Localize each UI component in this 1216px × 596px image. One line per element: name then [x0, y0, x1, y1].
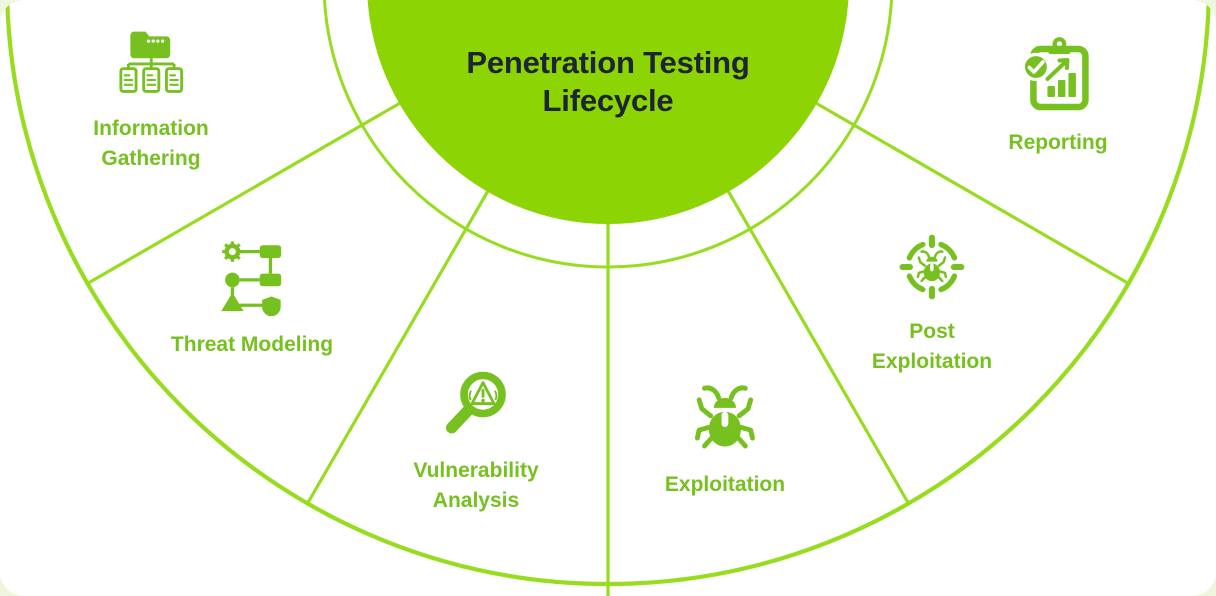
title-line-1: Penetration Testing [466, 45, 750, 80]
stage-information-gathering: Information Gathering [93, 24, 209, 174]
divider-left-30 [305, 190, 490, 506]
divider-left-60 [85, 101, 401, 286]
stage-label-line: Post [909, 320, 955, 343]
stage-reporting: Reporting [1008, 34, 1108, 158]
divider-right-60 [815, 101, 1131, 286]
bug-target-icon [899, 234, 965, 300]
stage-label-line: Analysis [432, 489, 520, 512]
stage-label-line: Gathering [101, 147, 201, 170]
title-circle [367, 0, 849, 224]
stage-label-line: Vulnerability [413, 459, 539, 482]
workflow-gear-icon [221, 241, 282, 316]
stage-label: Post Exploitation [872, 317, 992, 377]
stage-vulnerability-analysis: Vulnerability Analysis [413, 366, 539, 516]
stage-label-line: Threat Modeling [170, 333, 334, 356]
diagram-title: Penetration Testing Lifecycle [0, 44, 1216, 120]
wedge-divider-lines [85, 101, 1131, 596]
stage-label-line: Information [93, 117, 209, 140]
gear-glyph [222, 241, 243, 262]
stage-post-exploitation: Post Exploitation [872, 231, 992, 377]
stage-label: Exploitation [665, 470, 785, 500]
divider-right-30 [726, 190, 911, 506]
magnifier-warning-icon [445, 371, 506, 434]
stage-exploitation: Exploitation [665, 381, 785, 500]
stage-label: Vulnerability Analysis [413, 456, 538, 516]
stage-label: Information Gathering [93, 114, 209, 174]
stage-threat-modeling: Threat Modeling [171, 236, 333, 360]
stage-label-line: Reporting [1008, 131, 1108, 154]
check-badge [1021, 52, 1050, 82]
folder-tree-icon [119, 31, 183, 93]
title-line-2: Lifecycle [542, 83, 674, 118]
stage-label: Reporting [1008, 128, 1107, 158]
report-chart-icon [1021, 37, 1089, 111]
bug-icon [693, 381, 757, 456]
stage-label-line: Exploitation [664, 473, 786, 496]
stage-label: Threat Modeling [171, 330, 333, 360]
stage-label-line: Exploitation [871, 350, 993, 373]
